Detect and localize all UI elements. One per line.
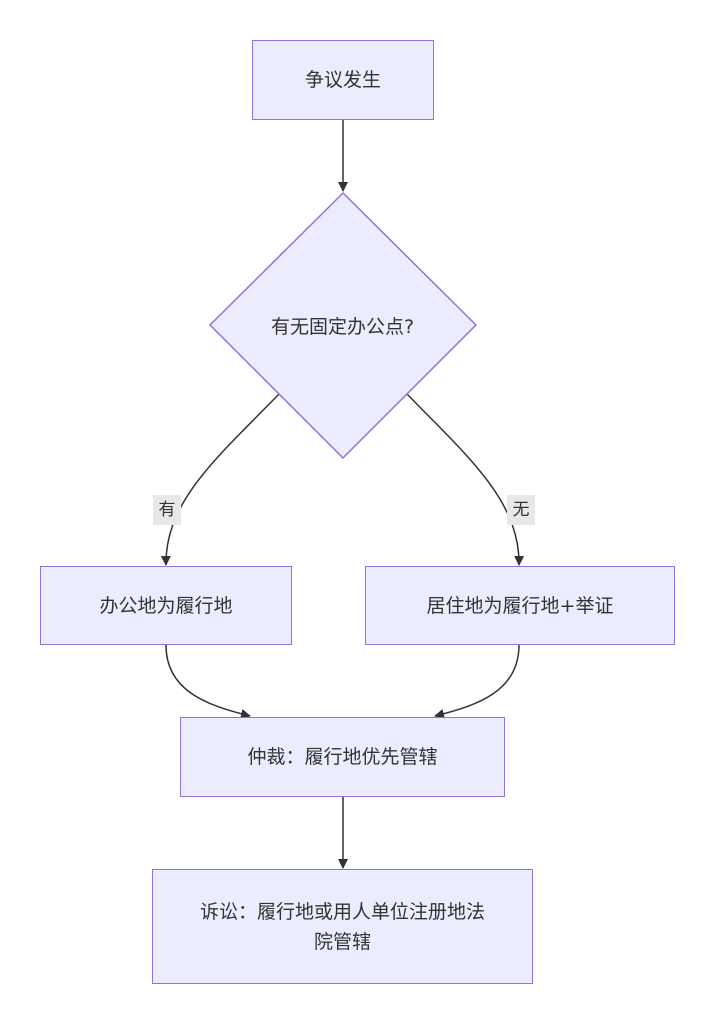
decision-diamond [208,191,478,460]
edge-office-to-arbitration [165,644,251,719]
node-office-label: 办公地为履行地 [99,594,233,617]
edge-residence-to-arbitration [434,644,520,719]
edge-decision-to-office [160,392,281,566]
node-dispute: 争议发生 [252,40,434,120]
edge-label-no: 无 [507,495,535,525]
node-arbitration-label: 仲裁：履行地优先管辖 [247,746,438,768]
edge-decision-to-residence [405,392,525,566]
node-residence-label: 居住地为履行地+举证 [426,594,614,617]
node-residence: 居住地为履行地+举证 [365,566,675,645]
node-dispute-label: 争议发生 [304,69,381,91]
edge-label-yes: 有 [153,495,181,525]
node-arbitration: 仲裁：履行地优先管辖 [180,717,505,797]
node-decision-label: 有无固定办公点? [270,315,415,338]
node-office: 办公地为履行地 [40,566,292,645]
node-litigation: 诉讼：履行地或用人单位注册地法院管辖 [152,869,533,984]
node-litigation-label: 诉讼：履行地或用人单位注册地法院管辖 [199,900,485,953]
